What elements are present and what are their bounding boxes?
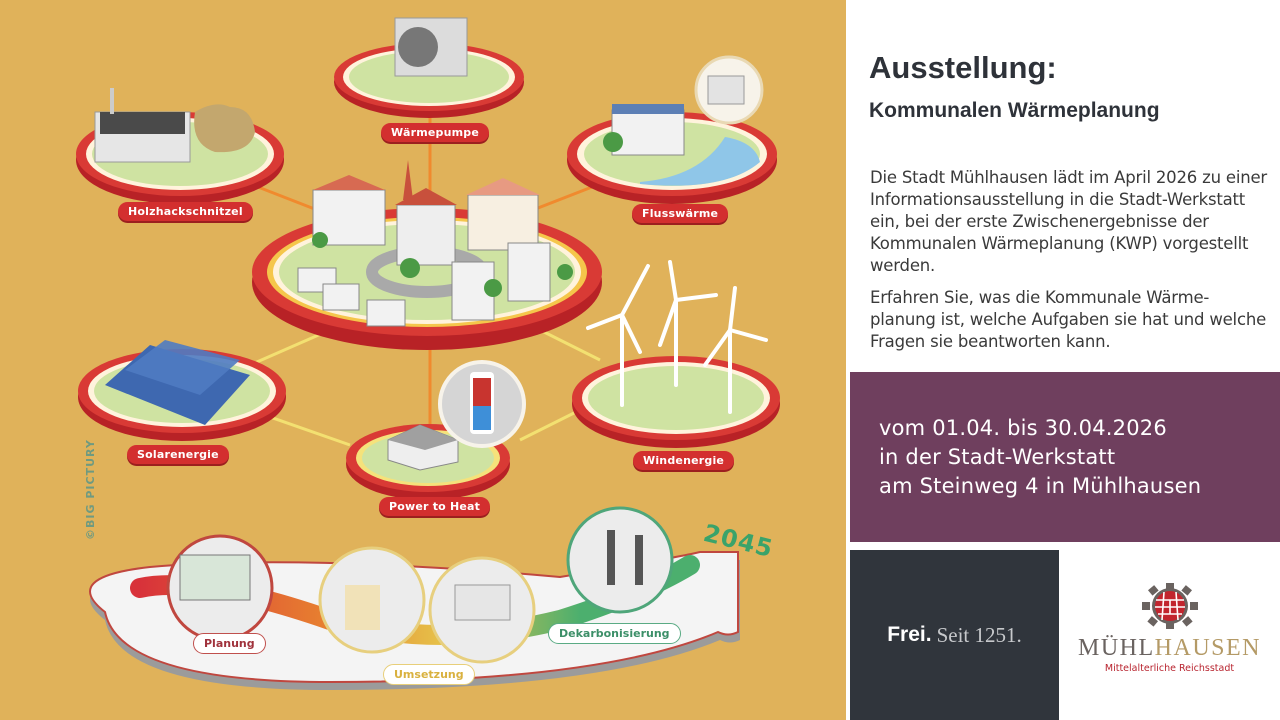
event-venue: in der Stadt-Werkstatt — [879, 445, 1116, 469]
platform-windenergie — [572, 260, 780, 448]
illustration-graphics — [76, 17, 780, 690]
intro-paragraph: Die Stadt Mühlhausen lädt im April 2026 … — [870, 168, 1268, 275]
stage-umsetzung: Umsetzung — [383, 664, 475, 685]
slogan-bold: Frei. — [887, 623, 932, 646]
event-dates: vom 01.04. bis 30.04.2026 — [879, 416, 1167, 440]
page-subtitle: Kommunalen Wärmeplanung — [869, 99, 1160, 122]
label-windenergie: Windenergie — [633, 451, 735, 470]
label-waermepumpe: Wärmepumpe — [381, 123, 490, 142]
stage-dekarbonisierung: Dekarbonisierung — [548, 623, 681, 644]
platform-solarenergie — [78, 340, 286, 441]
slogan-rest: Seit 1251. — [936, 622, 1022, 647]
logo-wordmark: MÜHLHAUSEN — [1077, 635, 1261, 661]
copyright-notice: ©BIG PICTURY — [84, 439, 97, 540]
info-paragraph: Erfahren Sie, was die Kommunale Wärme-pl… — [870, 288, 1267, 351]
label-solarenergie: Solarenergie — [127, 445, 229, 464]
slogan-box: Frei. Seit 1251. — [850, 550, 1059, 720]
page-title: Ausstellung: — [869, 50, 1057, 85]
platform-holzhackschnitzel — [76, 88, 284, 204]
platform-power-to-heat — [346, 360, 526, 500]
platform-flusswaerme — [567, 55, 777, 204]
city-logo: MÜHLHAUSEN Mittelalterliche Reichsstadt — [1059, 550, 1280, 720]
dekarbonisierung-scene — [566, 506, 674, 614]
label-power-to-heat: Power to Heat — [379, 497, 491, 516]
heat-planning-illustration: Holzhackschnitzel Wärmepumpe Flusswärme … — [0, 0, 846, 720]
platform-town — [252, 160, 602, 350]
platform-waermepumpe — [334, 17, 524, 118]
event-address: am Steinweg 4 in Mühlhausen — [879, 474, 1202, 498]
label-holzhackschnitzel: Holzhackschnitzel — [118, 202, 253, 221]
stage-planung: Planung — [193, 633, 266, 654]
logo-tagline: Mittelalterliche Reichsstadt — [1104, 663, 1235, 674]
event-details-box: vom 01.04. bis 30.04.2026 in der Stadt-W… — [850, 372, 1280, 542]
label-flusswaerme: Flusswärme — [632, 204, 729, 223]
city-gear-crest-icon — [1142, 583, 1198, 629]
